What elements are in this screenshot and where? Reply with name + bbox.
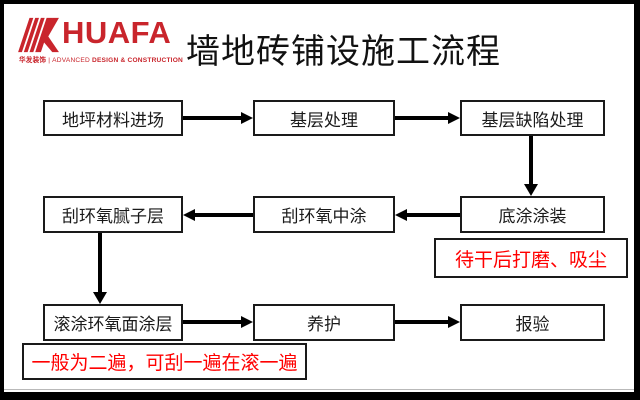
logo-tagline: 华发装饰 | ADVANCED DESIGN & CONSTRUCTION <box>19 54 183 64</box>
logo-tagline-cn: 华发装饰 <box>19 57 47 64</box>
flow-box-floor-material-entry: 地坪材料进场 <box>43 100 183 136</box>
arrow-right-icon <box>183 316 253 328</box>
page-title: 墙地砖铺设施工流程 <box>186 33 501 71</box>
flow-box-epoxy-mid-coat: 刮环氧中涂 <box>253 196 395 233</box>
arrow-right-icon <box>395 112 460 124</box>
huafa-logo: HUAFA 华发装饰 | ADVANCED DESIGN & CONSTRUCT… <box>18 14 183 66</box>
arrow-down-icon <box>93 233 107 304</box>
flow-box-inspection-report: 报验 <box>460 304 605 341</box>
arrow-down-icon <box>524 136 538 196</box>
note-two-passes: 一般为二遍，可刮一遍在滚一遍 <box>22 343 307 380</box>
note-sand-and-vacuum: 待干后打磨、吸尘 <box>434 238 628 278</box>
arrow-right-icon <box>395 316 460 328</box>
arrow-left-icon <box>395 209 460 221</box>
bottom-divider <box>4 389 634 390</box>
flow-box-base-treatment: 基层处理 <box>253 100 395 136</box>
flow-box-epoxy-putty-layer: 刮环氧腻子层 <box>43 196 183 233</box>
flow-box-primer-coating: 底涂涂装 <box>460 196 605 233</box>
arrow-left-icon <box>183 209 253 221</box>
flow-box-curing: 养护 <box>253 304 395 341</box>
flow-box-roll-epoxy-top-coat: 滚涂环氧面涂层 <box>43 304 183 341</box>
arrow-right-icon <box>183 112 253 124</box>
logo-tagline-en: DESIGN & CONSTRUCTION <box>91 57 184 64</box>
flow-box-base-defect-treatment: 基层缺陷处理 <box>460 100 605 136</box>
logo-brand-text: HUAFA <box>62 15 172 50</box>
logo-tagline-sep: | ADVANCED <box>48 57 90 64</box>
huafa-k-icon <box>18 17 59 53</box>
